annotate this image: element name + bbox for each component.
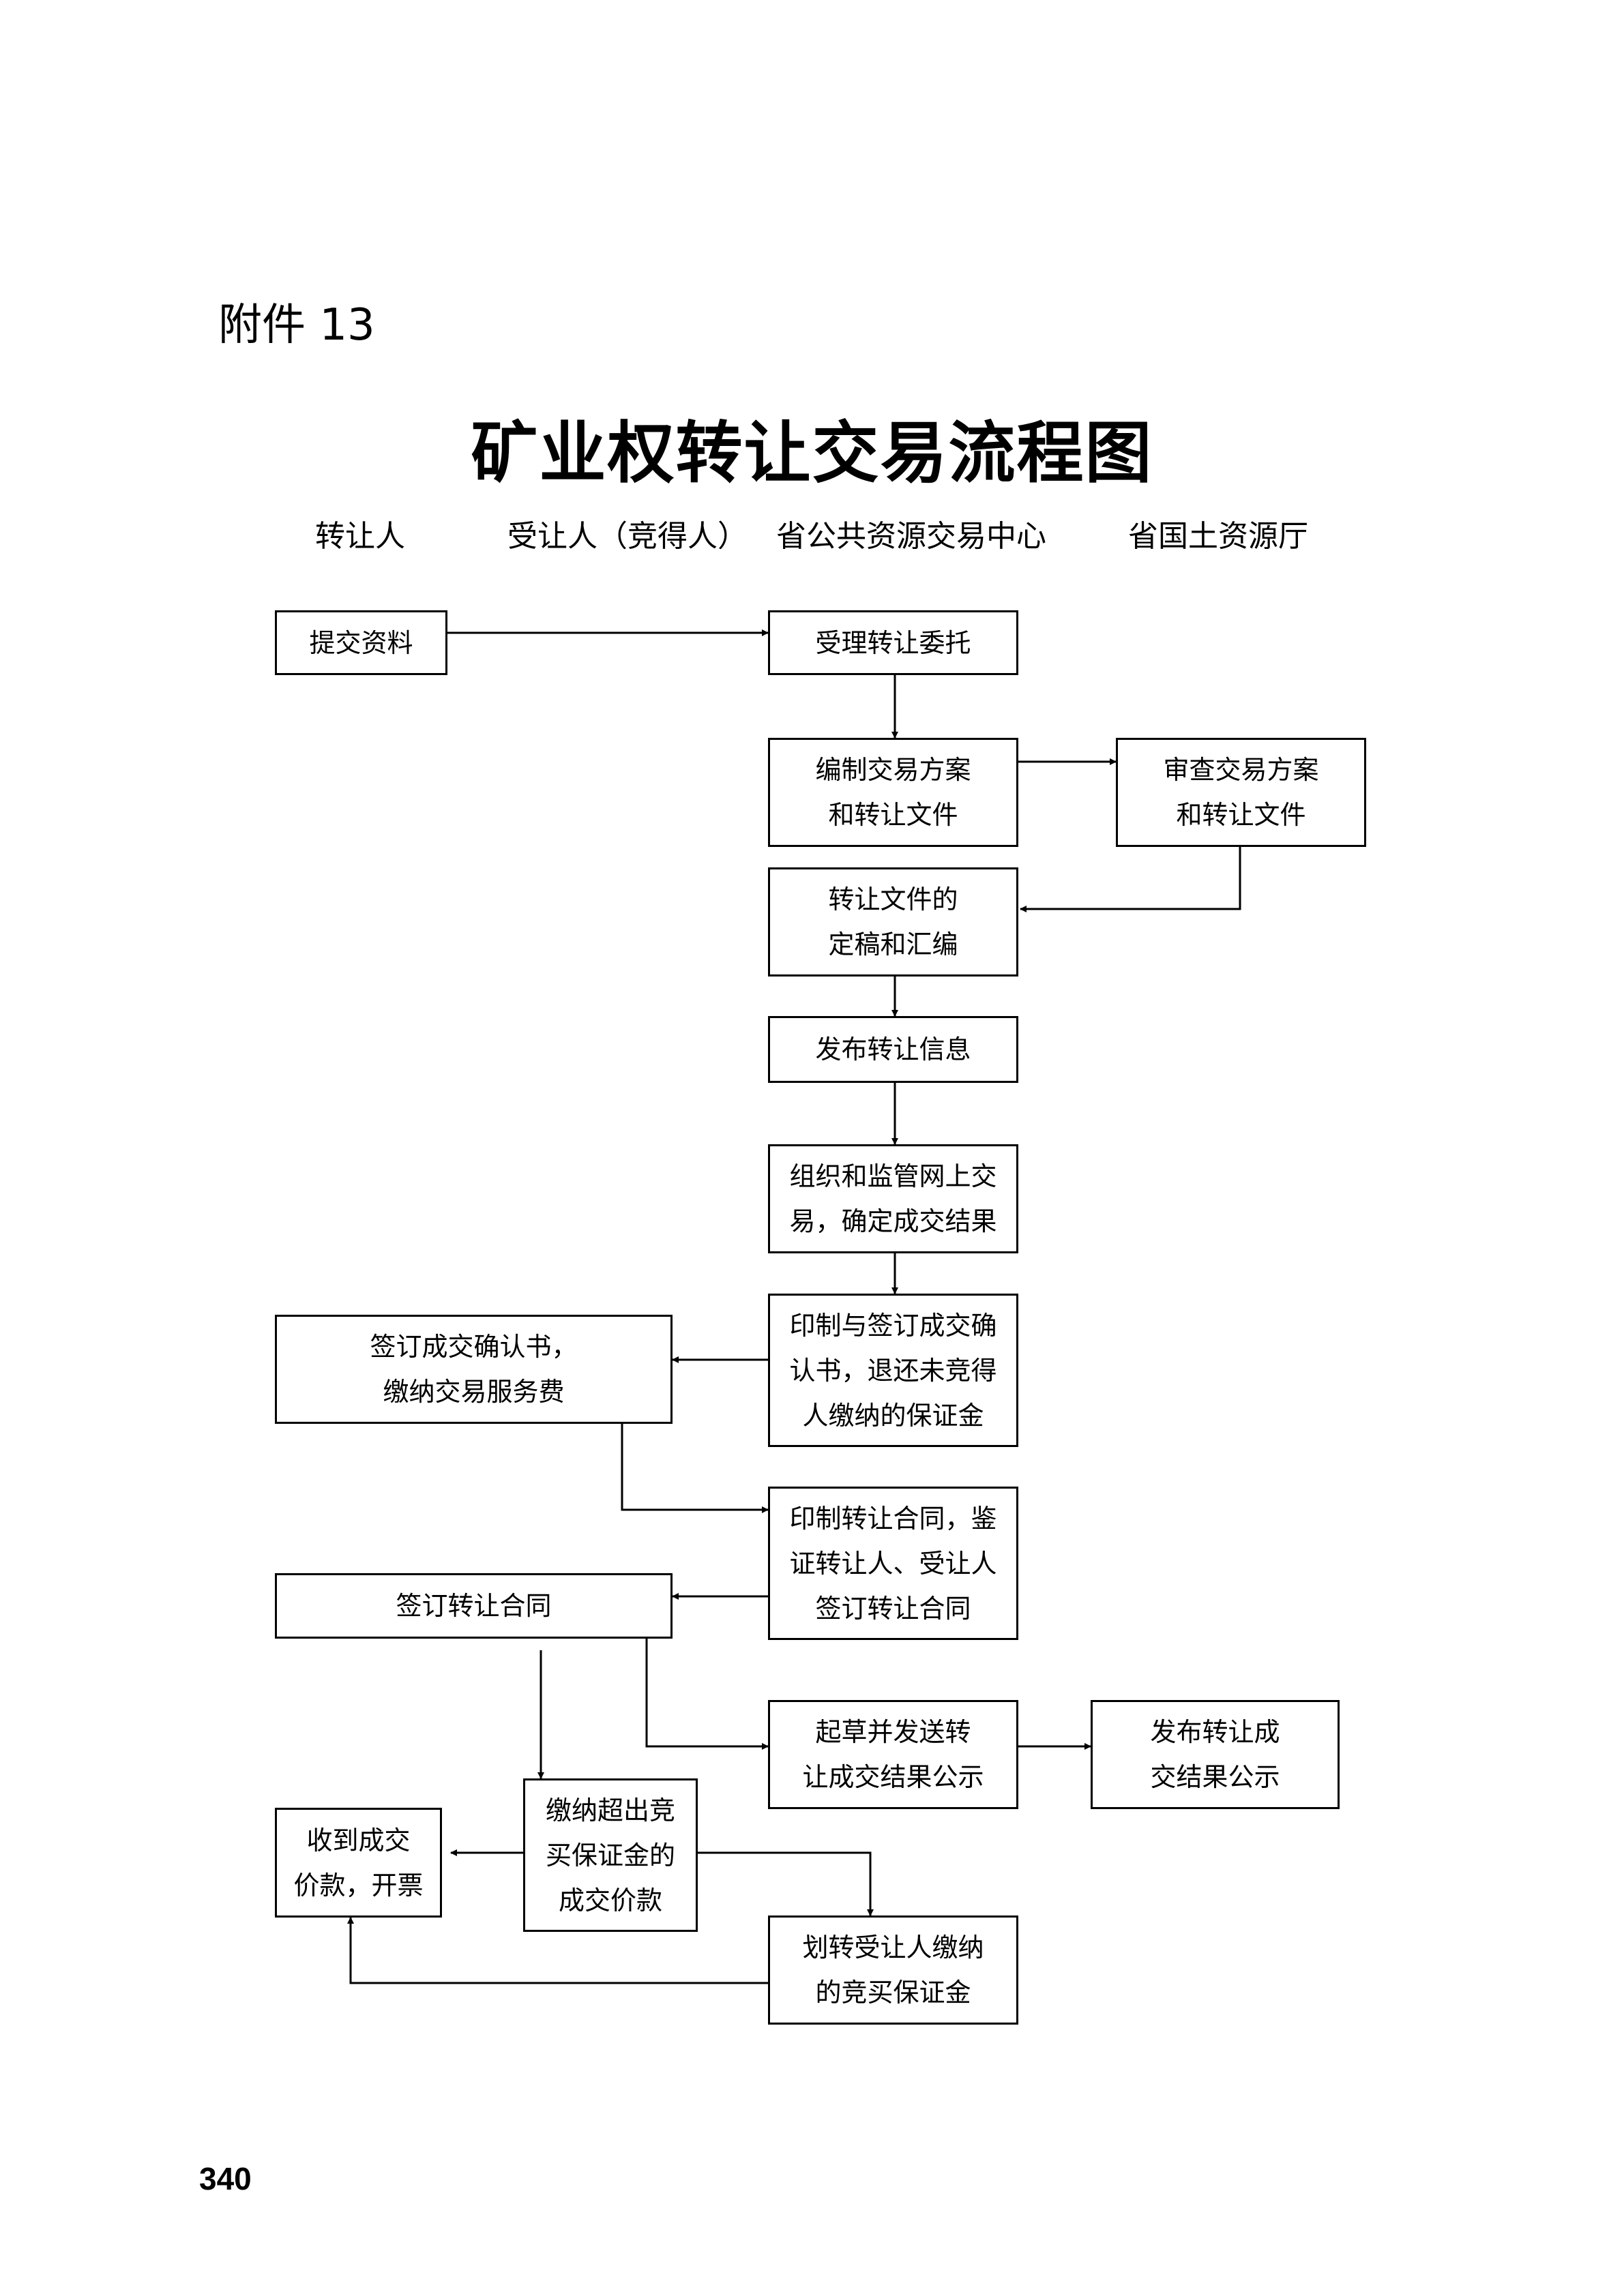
column-header-trading-center: 省公共资源交易中心 <box>776 519 1046 554</box>
node-text-line: 缴纳超出竞 <box>545 1795 675 1825</box>
attachment-label: 附件 13 <box>218 300 375 351</box>
arrow-sign-contract-to-draft-publicity <box>645 1639 769 1750</box>
page-title: 矿业权转让交易流程图 <box>471 414 1153 492</box>
arrow-review-to-finalize <box>1020 846 1241 912</box>
node-finalize-documents: 转让文件的定稿和汇编 <box>768 867 1018 976</box>
node-text-line: 的竞买保证金 <box>815 1978 971 2008</box>
node-text-line: 易，确定成交结果 <box>789 1206 997 1236</box>
column-header-transferor: 转让人 <box>315 519 405 554</box>
node-receive-payment: 收到成交价款，开票 <box>275 1808 442 1918</box>
node-sign-contract: 签订转让合同 <box>275 1573 673 1639</box>
node-text-line: 起草并发送转 <box>815 1717 971 1747</box>
node-text-line: 发布转让信息 <box>815 1034 971 1064</box>
node-sign-confirmation: 签订成交确认书， 缴纳交易服务费 <box>275 1315 673 1424</box>
arrow-pay-price-to-transfer-deposit <box>698 1851 874 1916</box>
node-text-line: 印制转让合同，鉴 <box>789 1503 997 1534</box>
node-text-line: 和转让文件 <box>1176 800 1306 830</box>
node-text-line: 印制与签订成交确 <box>789 1310 997 1341</box>
node-text-line: 价款，开票 <box>293 1870 424 1900</box>
page-number: 340 <box>199 2161 252 2196</box>
node-compile-plan: 编制交易方案和转让文件 <box>768 738 1018 847</box>
node-text-line: 认书，退还未竞得 <box>789 1355 997 1386</box>
node-text-line: 交结果公示 <box>1150 1762 1280 1792</box>
node-text-line: 签订转让合同 <box>396 1591 552 1621</box>
node-text-line: 收到成交 <box>306 1825 411 1855</box>
arrow-sign-confirm-to-print-contract <box>621 1424 769 1513</box>
node-text-line: 划转受让人缴纳 <box>802 1933 984 1963</box>
node-text-line: 发布转让成 <box>1150 1717 1280 1747</box>
node-transfer-deposit: 划转受让人缴纳的竞买保证金 <box>768 1915 1018 2025</box>
node-publish-result: 发布转让成交结果公示 <box>1091 1700 1340 1809</box>
column-header-transferee: 受让人（竞得人） <box>507 519 748 554</box>
node-text-line: 让成交结果公示 <box>802 1762 984 1792</box>
node-text-line: 买保证金的 <box>545 1840 675 1870</box>
node-text-line: 成交价款 <box>558 1885 662 1915</box>
node-pay-price: 缴纳超出竞买保证金的成交价款 <box>523 1778 698 1932</box>
node-print-contract: 印制转让合同，鉴证转让人、受让人签订转让合同 <box>768 1487 1018 1640</box>
node-text-line: 签订转让合同 <box>815 1593 971 1624</box>
node-publish-info: 发布转让信息 <box>768 1016 1018 1083</box>
node-print-confirmation: 印制与签订成交确认书，退还未竞得人缴纳的保证金 <box>768 1294 1018 1447</box>
node-text-line: 人缴纳的保证金 <box>802 1400 984 1431</box>
node-review-plan: 审查交易方案和转让文件 <box>1116 738 1366 847</box>
node-text-line: 编制交易方案 <box>815 755 971 785</box>
node-text-line: 缴纳交易服务费 <box>383 1377 565 1407</box>
node-text-line: 证转让人、受让人 <box>789 1548 997 1579</box>
node-accept-entrustment: 受理转让委托 <box>768 610 1018 675</box>
node-text-line: 组织和监管网上交 <box>789 1161 997 1191</box>
node-text-line: 受理转让委托 <box>815 627 971 658</box>
node-submit-materials: 提交资料 <box>275 610 447 675</box>
column-header-land-department: 省国土资源厅 <box>1128 519 1308 554</box>
node-organize-online-trading: 组织和监管网上交易，确定成交结果 <box>768 1144 1018 1253</box>
node-text-line: 签订成交确认书， <box>370 1332 578 1362</box>
node-text-line: 定稿和汇编 <box>828 929 958 959</box>
node-text-line: 提交资料 <box>309 627 413 658</box>
node-text-line: 和转让文件 <box>828 800 958 830</box>
node-text-line: 转让文件的 <box>828 884 958 914</box>
node-text-line: 审查交易方案 <box>1163 755 1319 785</box>
node-draft-publicity: 起草并发送转让成交结果公示 <box>768 1700 1018 1809</box>
arrow-transfer-deposit-to-receive-payment <box>347 1917 768 1984</box>
